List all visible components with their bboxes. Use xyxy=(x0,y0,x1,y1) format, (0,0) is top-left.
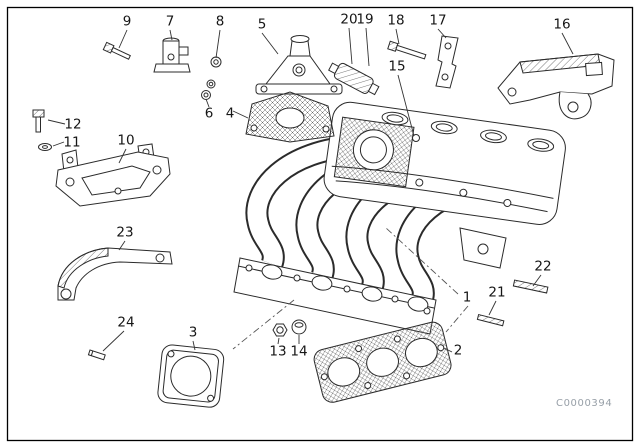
part-bolt-12 xyxy=(32,109,45,133)
part-bracket-17 xyxy=(435,35,459,89)
part-gasket-3 xyxy=(157,344,225,408)
callout-16: 16 xyxy=(553,16,571,33)
callout-7: 7 xyxy=(165,13,175,30)
callout-5: 5 xyxy=(257,16,267,33)
callout-22: 22 xyxy=(534,258,552,275)
part-damper-19-20 xyxy=(328,62,380,96)
callout-3: 3 xyxy=(188,324,198,341)
alignment-lines xyxy=(232,227,469,350)
callout-8: 8 xyxy=(215,13,225,30)
part-nut-13 xyxy=(272,323,288,337)
callout-17: 17 xyxy=(429,12,447,29)
image-border xyxy=(6,6,634,442)
diagram-code: C0000394 xyxy=(556,398,613,409)
part-bracket-16 xyxy=(497,53,615,120)
part-stud-22 xyxy=(512,279,549,294)
part-housing-5 xyxy=(255,35,343,95)
callout-2: 2 xyxy=(453,342,463,359)
part-fitting-15 xyxy=(412,134,420,142)
part-cap-14 xyxy=(291,319,307,335)
callout-14: 14 xyxy=(290,343,308,360)
part-pin-24 xyxy=(87,349,106,361)
callout-6: 6 xyxy=(204,105,214,122)
part-bracket-10 xyxy=(55,143,171,207)
callout-23: 23 xyxy=(116,224,134,241)
callout-11: 11 xyxy=(63,134,81,151)
callout-15: 15 xyxy=(388,58,406,75)
part-bracket-23 xyxy=(57,247,173,301)
callout-18: 18 xyxy=(387,12,405,29)
part-washer-11 xyxy=(38,143,52,151)
part-valve-7 xyxy=(153,37,191,73)
part-stud-21 xyxy=(476,313,505,327)
part-washers-8-6 xyxy=(201,56,222,100)
part-gasket-4 xyxy=(245,91,335,143)
part-plenum xyxy=(323,101,566,225)
callout-13: 13 xyxy=(269,343,287,360)
part-flange xyxy=(233,257,437,335)
callout-9: 9 xyxy=(122,13,132,30)
callout-4: 4 xyxy=(225,105,235,122)
callout-1: 1 xyxy=(462,289,472,306)
callout-10: 10 xyxy=(117,132,135,149)
callout-20: 20 xyxy=(340,11,358,28)
part-bolt-9 xyxy=(102,41,131,60)
part-bolt-18 xyxy=(387,40,427,60)
leader-lines xyxy=(47,27,574,353)
part-support-bracket xyxy=(459,227,507,269)
part-gasket-2 xyxy=(313,321,452,403)
callout-24: 24 xyxy=(117,314,135,331)
callout-21: 21 xyxy=(488,284,506,301)
callout-12: 12 xyxy=(64,116,82,133)
callout-19: 19 xyxy=(356,11,374,28)
